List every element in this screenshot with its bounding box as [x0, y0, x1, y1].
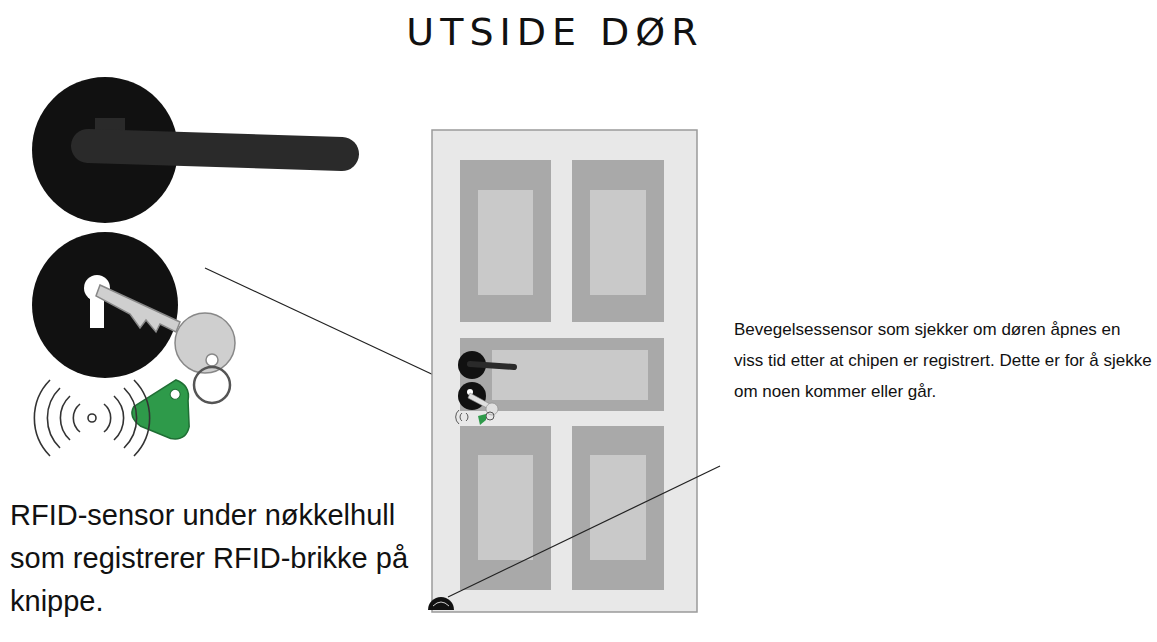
motion-note: Bevegelsessensor som sjekker om døren åp… — [734, 314, 1152, 407]
key-ring — [194, 367, 230, 403]
handle-lever — [88, 146, 342, 154]
key — [96, 285, 235, 373]
rfid-waves — [34, 380, 149, 456]
page-title: UTSIDE DØR — [0, 10, 1110, 54]
motion-sensor-detail — [433, 602, 449, 606]
rfid-note: RFID-sensor under nøkkelhull som registr… — [10, 494, 420, 623]
leader-line — [205, 268, 470, 392]
keyhole-rosette — [32, 232, 178, 378]
rfid-fob — [127, 377, 206, 453]
door — [432, 130, 697, 612]
motion-sensor — [428, 597, 454, 610]
door-lock — [456, 382, 498, 425]
door-handle — [458, 351, 514, 379]
leader-line — [448, 466, 720, 597]
